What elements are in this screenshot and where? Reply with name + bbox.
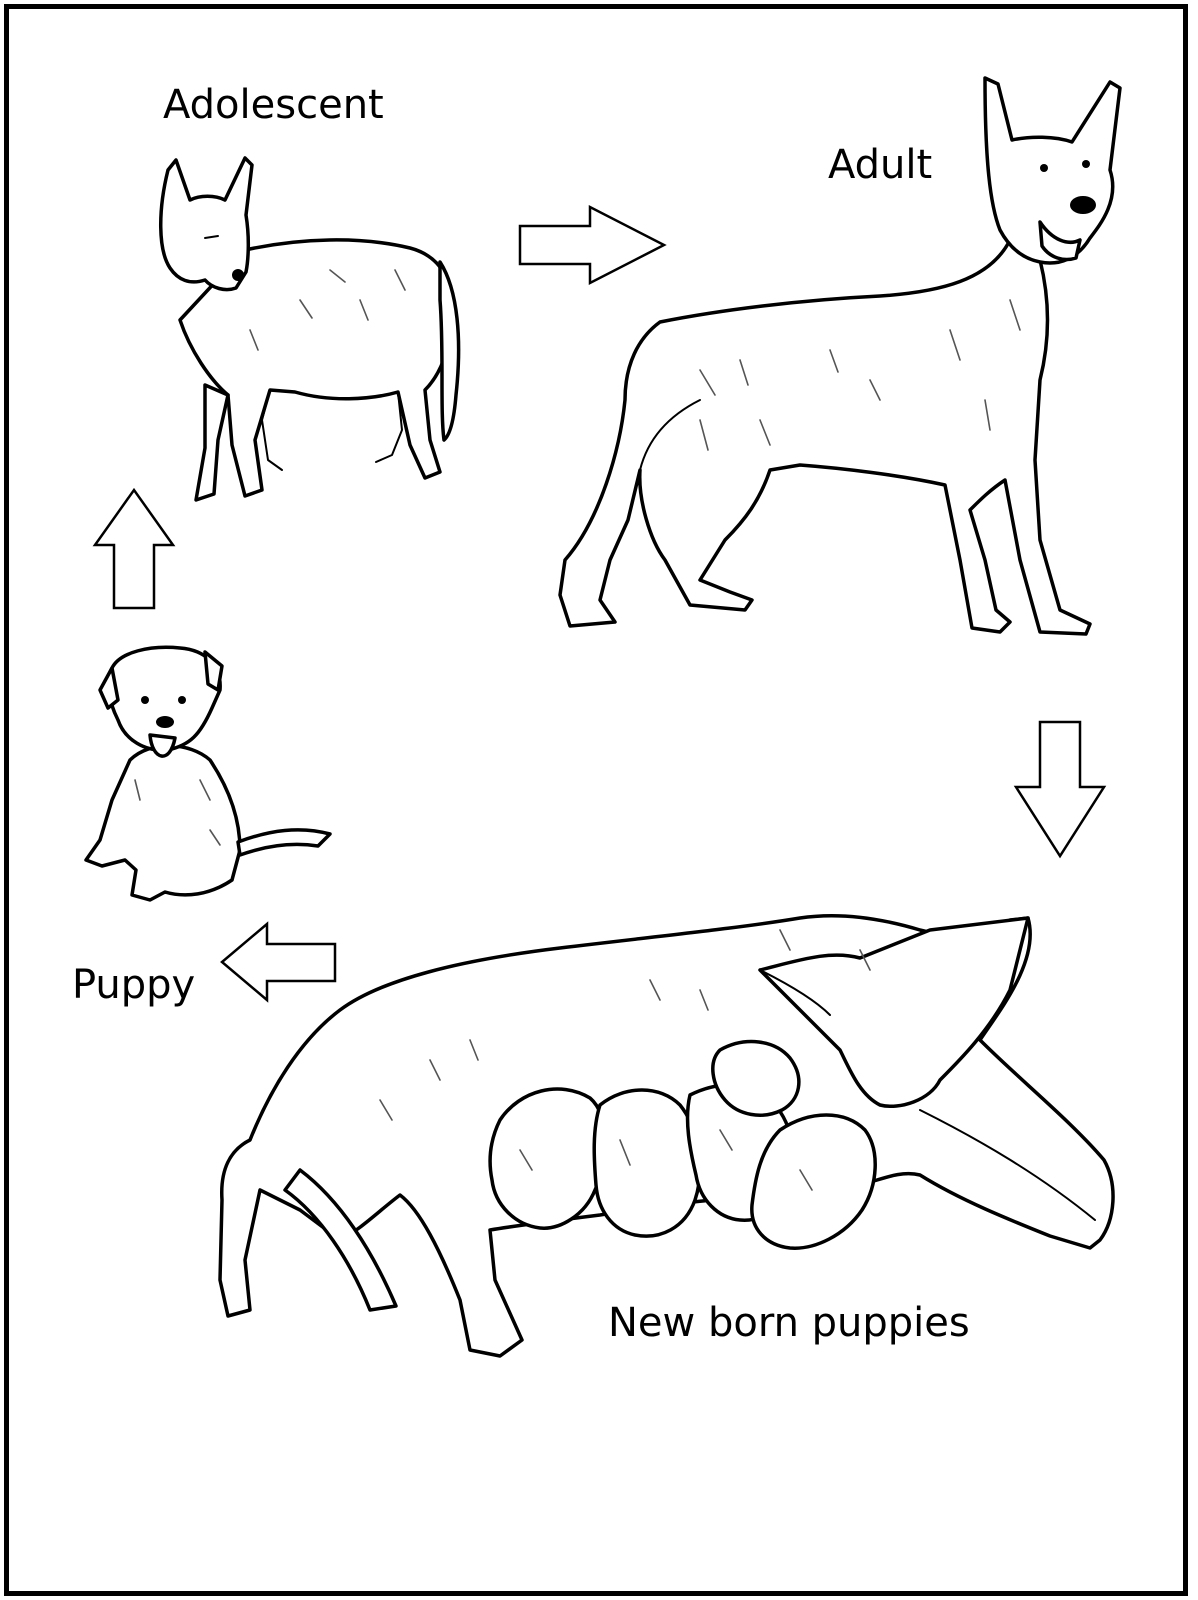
mother-with-newborn-puppies-illustration bbox=[220, 916, 1113, 1356]
puppy-illustration bbox=[86, 647, 330, 900]
arrow-up-icon bbox=[95, 490, 173, 608]
adolescent-dog-illustration bbox=[161, 158, 459, 500]
label-newborn-puppies: New born puppies bbox=[608, 1300, 970, 1346]
label-puppy: Puppy bbox=[72, 962, 195, 1008]
arrow-left-icon bbox=[222, 924, 335, 1000]
label-adolescent: Adolescent bbox=[163, 82, 384, 128]
label-adult: Adult bbox=[828, 142, 932, 188]
arrow-down-icon bbox=[1016, 722, 1104, 856]
newborn-puppy-2 bbox=[594, 1090, 700, 1236]
arrow-right-icon bbox=[520, 207, 664, 283]
